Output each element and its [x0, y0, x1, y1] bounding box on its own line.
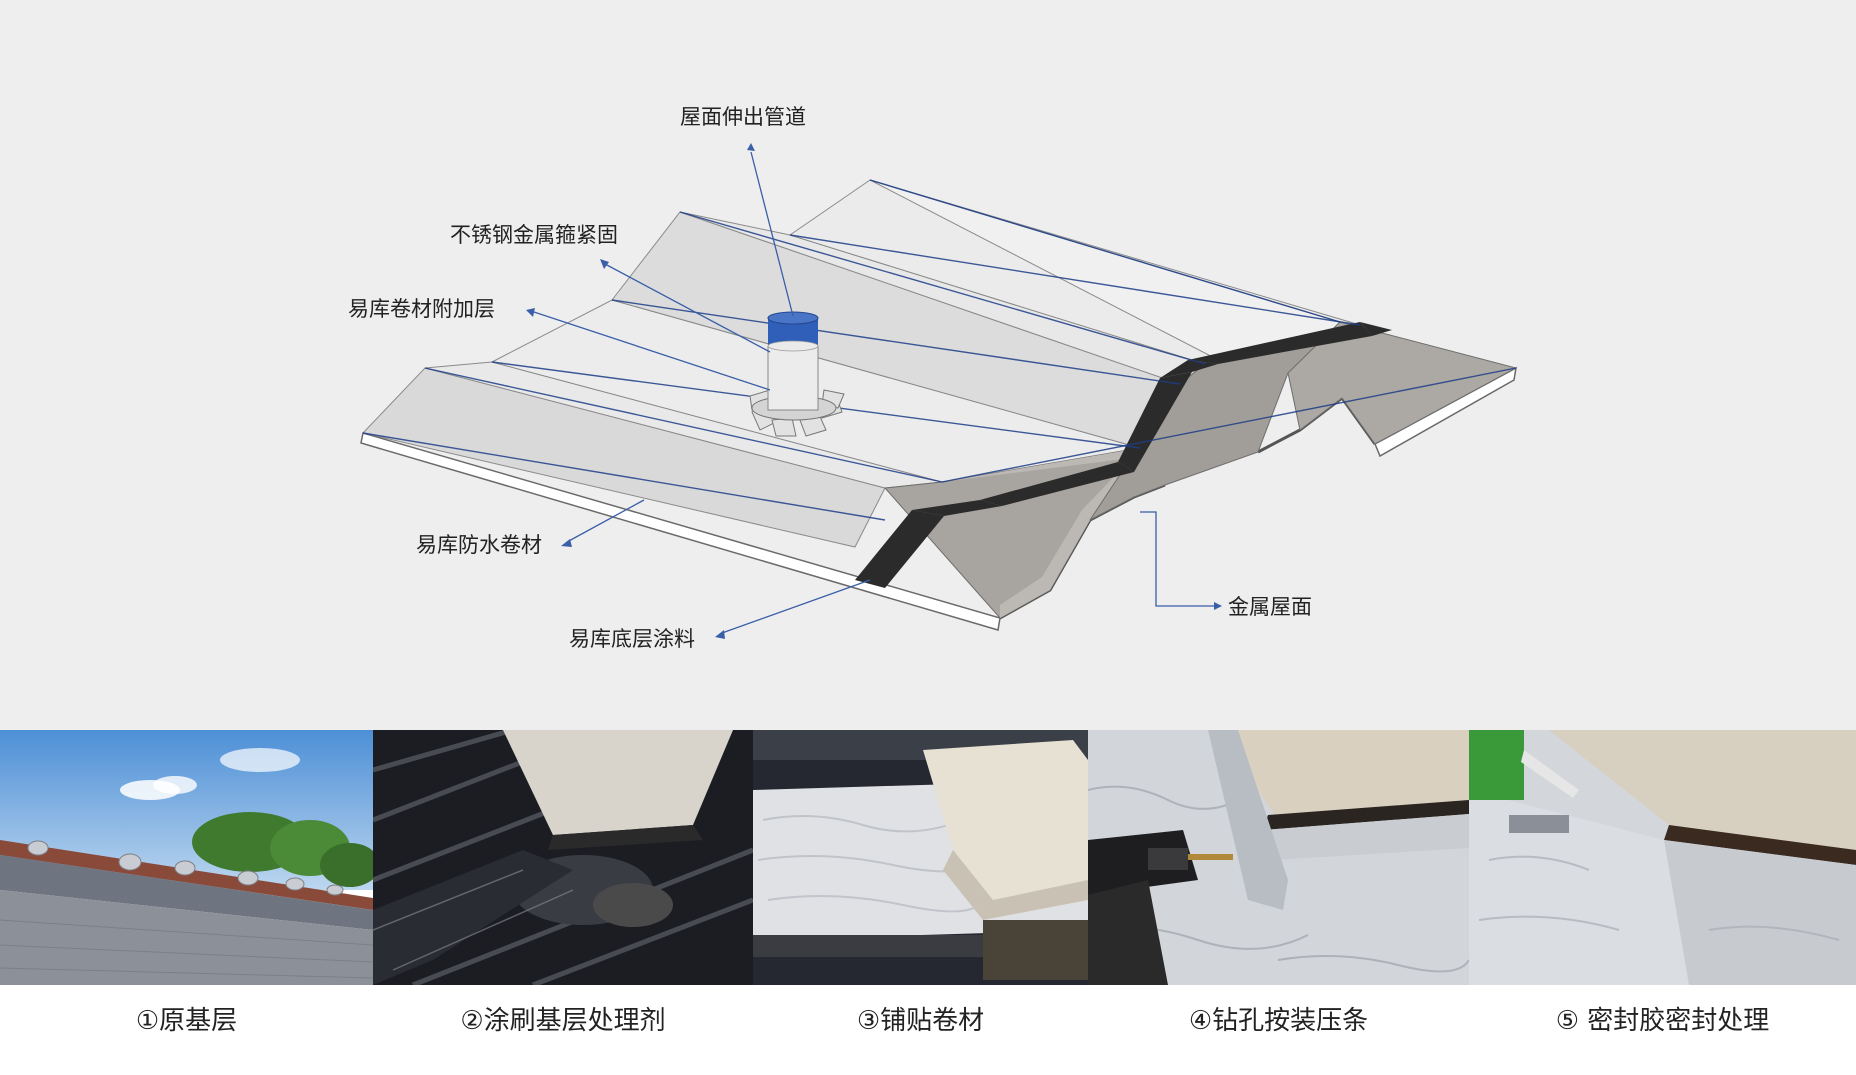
- step-photo-5: [1469, 730, 1856, 985]
- step-photo-strip: [0, 730, 1856, 985]
- metal-roof-surface: [883, 321, 1518, 619]
- sealant-photo: [1469, 730, 1856, 985]
- roof-diagram: 屋面伸出管道 不锈钢金属箍紧固 易库卷材附加层 易库防水卷材 易库底层涂料 金属…: [348, 105, 1518, 651]
- original-roof-photo: [0, 730, 373, 985]
- step-caption-3: ③铺贴卷材: [856, 1006, 985, 1036]
- roof-diagram-panel: 屋面伸出管道 不锈钢金属箍紧固 易库卷材附加层 易库防水卷材 易库底层涂料 金属…: [0, 0, 1856, 730]
- label-pipe: 屋面伸出管道: [680, 105, 806, 129]
- roof-pipe: [749, 311, 845, 437]
- label-clamp: 不锈钢金属箍紧固: [450, 223, 618, 247]
- label-membrane: 易库防水卷材: [416, 533, 542, 557]
- step-photo-3: [753, 730, 1088, 985]
- step-caption-2: ②涂刷基层处理剂: [460, 1006, 666, 1036]
- step-photo-1: [0, 730, 373, 985]
- label-primer: 易库底层涂料: [569, 627, 695, 651]
- drilling-photo: [1088, 730, 1469, 985]
- leader-lines: [526, 143, 1222, 639]
- step-photo-2: [373, 730, 753, 985]
- label-metal-roof: 金属屋面: [1228, 595, 1312, 619]
- label-extra-layer: 易库卷材附加层: [348, 297, 495, 321]
- step-caption-1: ①原基层: [135, 1006, 238, 1036]
- step-caption-4: ④钻孔按装压条: [1188, 1006, 1369, 1036]
- membrane-laying-photo: [753, 730, 1088, 985]
- primer-coating-photo: [373, 730, 753, 985]
- step-caption-5: ⑤ 密封胶密封处理: [1555, 1006, 1770, 1036]
- rib-fold-lines: [362, 179, 1517, 521]
- step-photo-4: [1088, 730, 1469, 985]
